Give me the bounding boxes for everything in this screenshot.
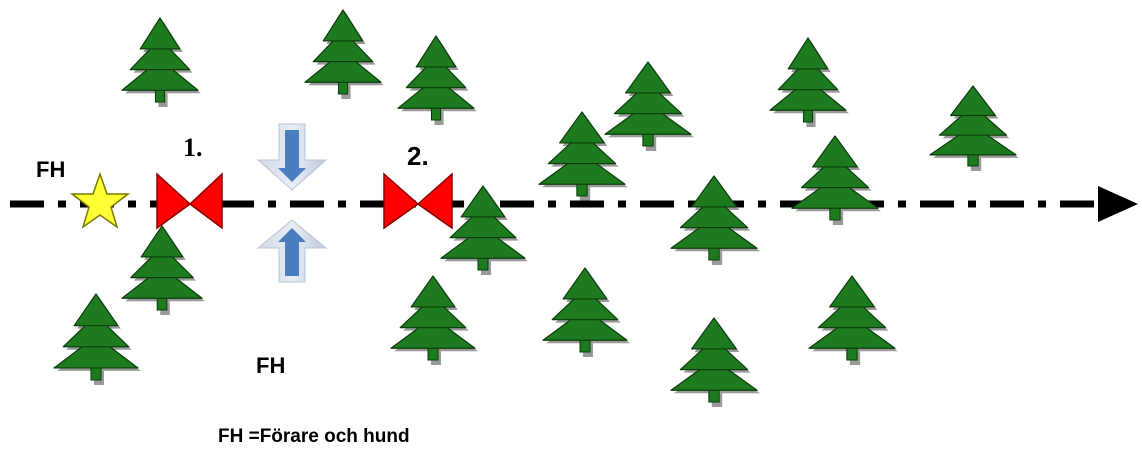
arrow-up-icon <box>256 219 328 283</box>
red-bowtie-flag-icon <box>383 172 453 230</box>
red-bowtie-flag-icon <box>156 172 223 230</box>
start-star-icon <box>69 171 131 229</box>
pine-tree-icon <box>808 275 898 365</box>
pine-tree-icon <box>670 317 760 407</box>
fh-label-start: FH <box>36 157 66 182</box>
pine-tree-icon <box>390 275 478 365</box>
fh-label-bottom: FH <box>256 353 286 378</box>
pine-tree-icon <box>769 37 849 127</box>
pine-tree-icon <box>670 175 760 265</box>
pine-tree-icon <box>440 185 528 275</box>
pine-tree-icon <box>929 85 1019 171</box>
arrow-down-icon <box>256 123 328 191</box>
pine-tree-icon <box>304 9 384 99</box>
legend-text: FH =Förare och hund <box>218 426 410 447</box>
pine-tree-icon <box>604 61 694 151</box>
pine-tree-icon <box>397 35 477 125</box>
marker-2-label: 2. <box>407 141 429 171</box>
marker-1-label: 1. <box>183 133 203 162</box>
pine-tree-icon <box>538 111 628 201</box>
pine-tree-icon <box>121 225 205 315</box>
pine-tree-icon <box>121 17 201 107</box>
pine-tree-icon <box>791 135 881 225</box>
pine-tree-icon <box>53 293 141 385</box>
arrowhead-right-icon <box>1098 186 1138 222</box>
pine-tree-icon <box>542 267 630 357</box>
